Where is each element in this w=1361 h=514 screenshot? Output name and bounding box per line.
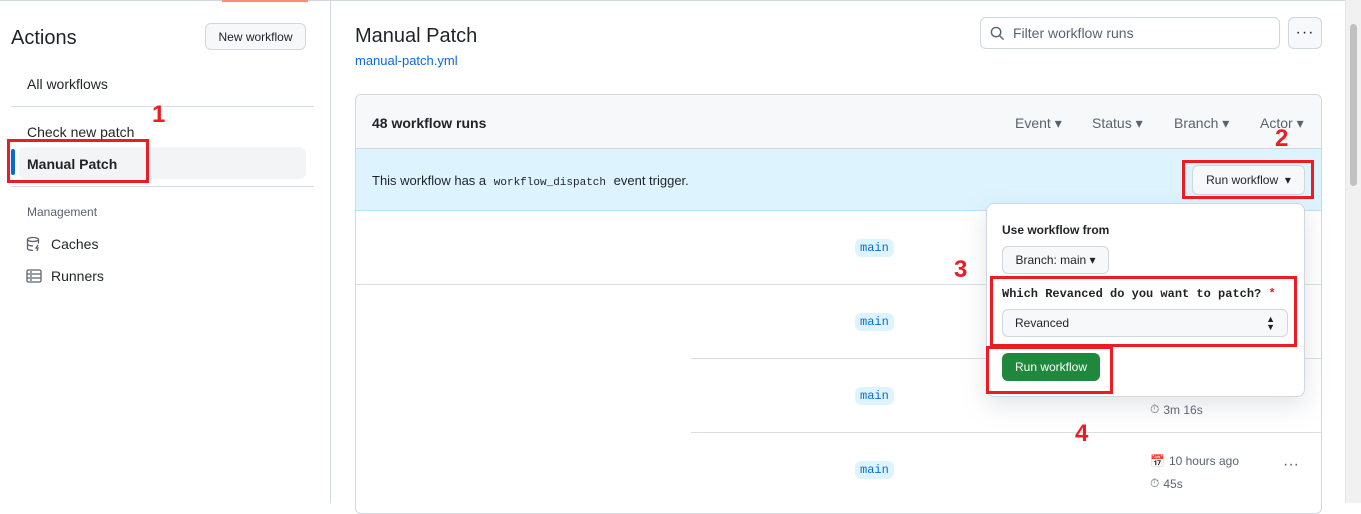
sidebar-item-all-workflows[interactable]: All workflows [27, 76, 108, 92]
annotation-box-4 [986, 346, 1113, 394]
run-workflow-dropdown-button[interactable]: Run workflow ▾ [1192, 165, 1305, 195]
run-workflow-submit-button[interactable]: Run workflow [1002, 353, 1100, 381]
sidebar-item-label: Manual Patch [27, 156, 118, 172]
dispatch-banner: This workflow has a workflow_dispatch ev… [356, 149, 1321, 211]
workflow-runs-box: 48 workflow runs Event ▾ Status ▾ Branch… [355, 94, 1322, 514]
actor-filter[interactable]: Actor ▾ [1260, 115, 1304, 131]
filter-placeholder: Filter workflow runs [1013, 25, 1134, 41]
runs-count: 48 workflow runs [372, 115, 487, 131]
divider [11, 186, 314, 187]
top-border [0, 0, 1361, 1]
event-filter[interactable]: Event ▾ [1015, 115, 1062, 131]
server-icon [26, 269, 42, 283]
branch-badge[interactable]: main [855, 387, 894, 405]
sidebar-item-runners[interactable]: Runners [26, 268, 104, 284]
use-workflow-from-label: Use workflow from [1002, 223, 1110, 237]
annotation-box-3 [990, 276, 1297, 347]
annotation-box-1 [7, 139, 149, 183]
revanced-select[interactable]: Revanced▲▼ [1002, 309, 1288, 337]
sidebar-item-manual-patch[interactable]: Manual Patch [19, 147, 306, 179]
workflow-file-link[interactable]: manual-patch.yml [355, 53, 458, 68]
annotation-number: 3 [954, 256, 968, 283]
sidebar-title: Actions [11, 27, 77, 49]
search-icon [990, 26, 1005, 40]
active-indicator [11, 149, 15, 175]
stopwatch-icon: ⏱ [1150, 402, 1160, 416]
sidebar-item-label: Runners [51, 268, 104, 284]
scrollbar[interactable] [1345, 0, 1361, 503]
filter-label: Actor [1260, 115, 1293, 131]
divider [11, 106, 314, 107]
run-workflow-popover: Use workflow from Branch: main ▾ Which R… [986, 203, 1305, 397]
annotation-number: 2 [1275, 125, 1289, 152]
calendar-icon: 📅 [1150, 454, 1165, 468]
new-workflow-button[interactable]: New workflow [205, 23, 306, 50]
sidebar-item-label: Caches [51, 236, 99, 252]
sidebar-item-caches[interactable]: Caches [26, 236, 98, 252]
sidebar: Actions New workflow All workflows Check… [0, 0, 331, 503]
row-divider [691, 432, 1321, 433]
run-time: 📅10 hours ago [1150, 454, 1240, 468]
branch-select-button[interactable]: Branch: main ▾ [1002, 246, 1109, 274]
management-heading: Management [27, 205, 98, 219]
run-menu-button[interactable]: ··· [1283, 456, 1299, 473]
row-divider [356, 284, 1321, 285]
status-filter[interactable]: Status ▾ [1092, 115, 1143, 131]
more-options-button[interactable]: ··· [1288, 17, 1322, 49]
active-tab-indicator [222, 0, 308, 2]
branch-filter[interactable]: Branch ▾ [1174, 115, 1230, 131]
filter-label: Event [1015, 115, 1051, 131]
banner-text: This workflow has a workflow_dispatch ev… [372, 173, 689, 189]
database-icon [26, 236, 40, 252]
input-label: Which Revanced do you want to patch? * [1002, 287, 1276, 301]
annotation-number: 1 [152, 101, 166, 128]
branch-badge[interactable]: main [855, 239, 894, 257]
annotation-number: 4 [1075, 420, 1089, 447]
scrollbar-thumb[interactable] [1350, 24, 1357, 186]
run-duration: ⏱3m 16s [1150, 402, 1203, 417]
page-title: Manual Patch [355, 25, 478, 47]
branch-badge[interactable]: main [855, 313, 894, 331]
branch-badge[interactable]: main [855, 461, 894, 479]
run-duration: ⏱45s [1150, 476, 1183, 491]
filter-label: Branch [1174, 115, 1219, 131]
annotation-box-2 [1182, 160, 1314, 199]
filter-runs-input[interactable]: Filter workflow runs [980, 17, 1280, 49]
runs-header: 48 workflow runs Event ▾ Status ▾ Branch… [356, 95, 1321, 149]
sidebar-item-check-new-patch[interactable]: Check new patch [27, 124, 135, 140]
stopwatch-icon: ⏱ [1150, 476, 1160, 490]
filter-label: Status [1092, 115, 1132, 131]
